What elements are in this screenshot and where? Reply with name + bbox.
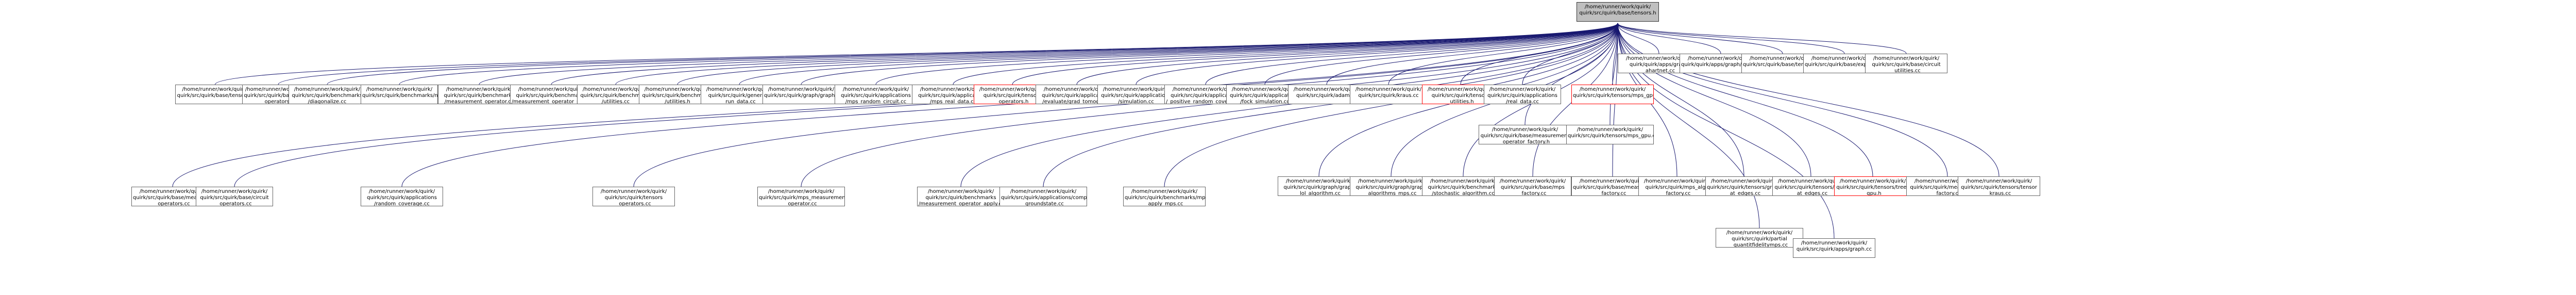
file-node-n41[interactable]: /home/runner/work/quirk/ quirk/src/quirk…	[1494, 176, 1571, 196]
file-node-n26[interactable]: /home/runner/work/quirk/ quirk/src/quirk…	[1350, 85, 1427, 104]
file-node-n50[interactable]: /home/runner/work/quirk/ quirk/src/quirk…	[1958, 176, 2040, 196]
include-edge	[1136, 23, 1619, 85]
file-node-n49[interactable]: /home/runner/work/quirk/ quirk/src/quirk…	[1793, 238, 1875, 258]
file-node-n39[interactable]: /home/runner/work/quirk/ quirk/src/quirk…	[1350, 176, 1432, 196]
include-edge	[401, 23, 1619, 187]
root-file-node[interactable]: /home/runner/work/quirk/ quirk/src/quirk…	[1577, 2, 1659, 22]
include-edge	[327, 23, 1619, 85]
file-node-n40[interactable]: /home/runner/work/quirk/ quirk/src/quirk…	[1422, 176, 1504, 196]
file-node-n31[interactable]: /home/runner/work/quirk/ quirk/src/quirk…	[1566, 125, 1654, 144]
include-edge	[172, 23, 1619, 187]
include-edge	[1264, 23, 1619, 85]
include-edge	[633, 23, 1619, 187]
file-node-n37[interactable]: /home/runner/work/quirk/ quirk/src/quirk…	[1123, 187, 1206, 206]
include-edge	[875, 23, 1619, 85]
include-edge	[1616, 23, 1999, 177]
file-node-n9[interactable]: /home/runner/work/quirk/ quirk/src/quirk…	[196, 187, 273, 206]
include-edge	[399, 23, 1619, 85]
include-edge	[677, 23, 1619, 85]
file-node-n43[interactable]: /home/runner/work/quirk/ quirk/src/quirk…	[1638, 176, 1716, 196]
file-node-n38[interactable]: /home/runner/work/quirk/ quirk/src/quirk…	[1278, 176, 1360, 196]
include-edge	[1043, 23, 1619, 187]
include-edge	[1616, 23, 1659, 54]
include-edge	[1205, 23, 1619, 85]
include-edge	[801, 23, 1619, 85]
file-node-n12[interactable]: /home/runner/work/quirk/ quirk/src/quirk…	[438, 85, 520, 104]
include-edge	[1616, 23, 1744, 177]
file-node-n10[interactable]: /home/runner/work/quirk/ quirk/src/quirk…	[289, 85, 366, 104]
include-edge	[551, 23, 1619, 85]
include-edge	[615, 23, 1619, 85]
include-edge	[1076, 23, 1619, 85]
file-node-n5[interactable]: /home/runner/work/quirk/ quirk/src/quirk…	[1865, 54, 1947, 73]
file-node-n29[interactable]: /home/runner/work/quirk/ quirk/src/quirk…	[1571, 85, 1654, 104]
file-node-n46[interactable]: /home/runner/work/quirk/ quirk/src/quirk…	[1834, 176, 1911, 196]
include-edge	[1460, 23, 1619, 85]
include-edge	[1616, 23, 1907, 54]
include-edge	[1616, 23, 1783, 54]
include-edge	[1326, 23, 1619, 85]
include-edge	[1616, 23, 1948, 177]
file-node-n36[interactable]: /home/runner/work/quirk/ quirk/src/quirk…	[999, 187, 1087, 206]
file-node-n33[interactable]: /home/runner/work/quirk/ quirk/src/quirk…	[592, 187, 675, 206]
file-node-n28[interactable]: /home/runner/work/quirk/ quirk/src/quirk…	[1484, 85, 1561, 104]
file-node-n35[interactable]: /home/runner/work/quirk/ quirk/src/quirk…	[917, 187, 1005, 206]
include-edge	[739, 23, 1619, 85]
file-node-n22[interactable]: /home/runner/work/quirk/ quirk/src/quirk…	[1097, 85, 1175, 104]
file-node-n32[interactable]: /home/runner/work/quirk/ quirk/src/quirk…	[361, 187, 443, 206]
file-node-n17[interactable]: /home/runner/work/quirk/ quirk/src/quirk…	[762, 85, 840, 104]
file-node-n11[interactable]: /home/runner/work/quirk/ quirk/src/quirk…	[361, 85, 438, 104]
include-edge	[801, 23, 1619, 187]
include-edge	[960, 23, 1619, 187]
include-edge	[1616, 23, 1873, 177]
file-node-n44[interactable]: /home/runner/work/quirk/ quirk/src/quirk…	[1705, 176, 1783, 196]
include-edge	[1616, 23, 1721, 54]
file-node-n18[interactable]: /home/runner/work/quirk/ quirk/src/quirk…	[835, 85, 917, 104]
include-edge	[479, 23, 1619, 85]
file-node-n48[interactable]: /home/runner/work/quirk/ quirk/src/quirk…	[1716, 228, 1803, 248]
file-node-n30[interactable]: /home/runner/work/quirk/ quirk/src/quirk…	[1479, 125, 1571, 144]
include-edge	[1164, 23, 1619, 187]
include-edge	[1616, 23, 1845, 54]
include-edge	[1616, 23, 1811, 177]
include-edge	[1388, 23, 1619, 85]
include-edge	[1012, 23, 1619, 85]
include-edge	[234, 23, 1619, 187]
include-edge	[953, 23, 1619, 85]
file-node-n34[interactable]: /home/runner/work/quirk/ quirk/src/quirk…	[757, 187, 845, 206]
